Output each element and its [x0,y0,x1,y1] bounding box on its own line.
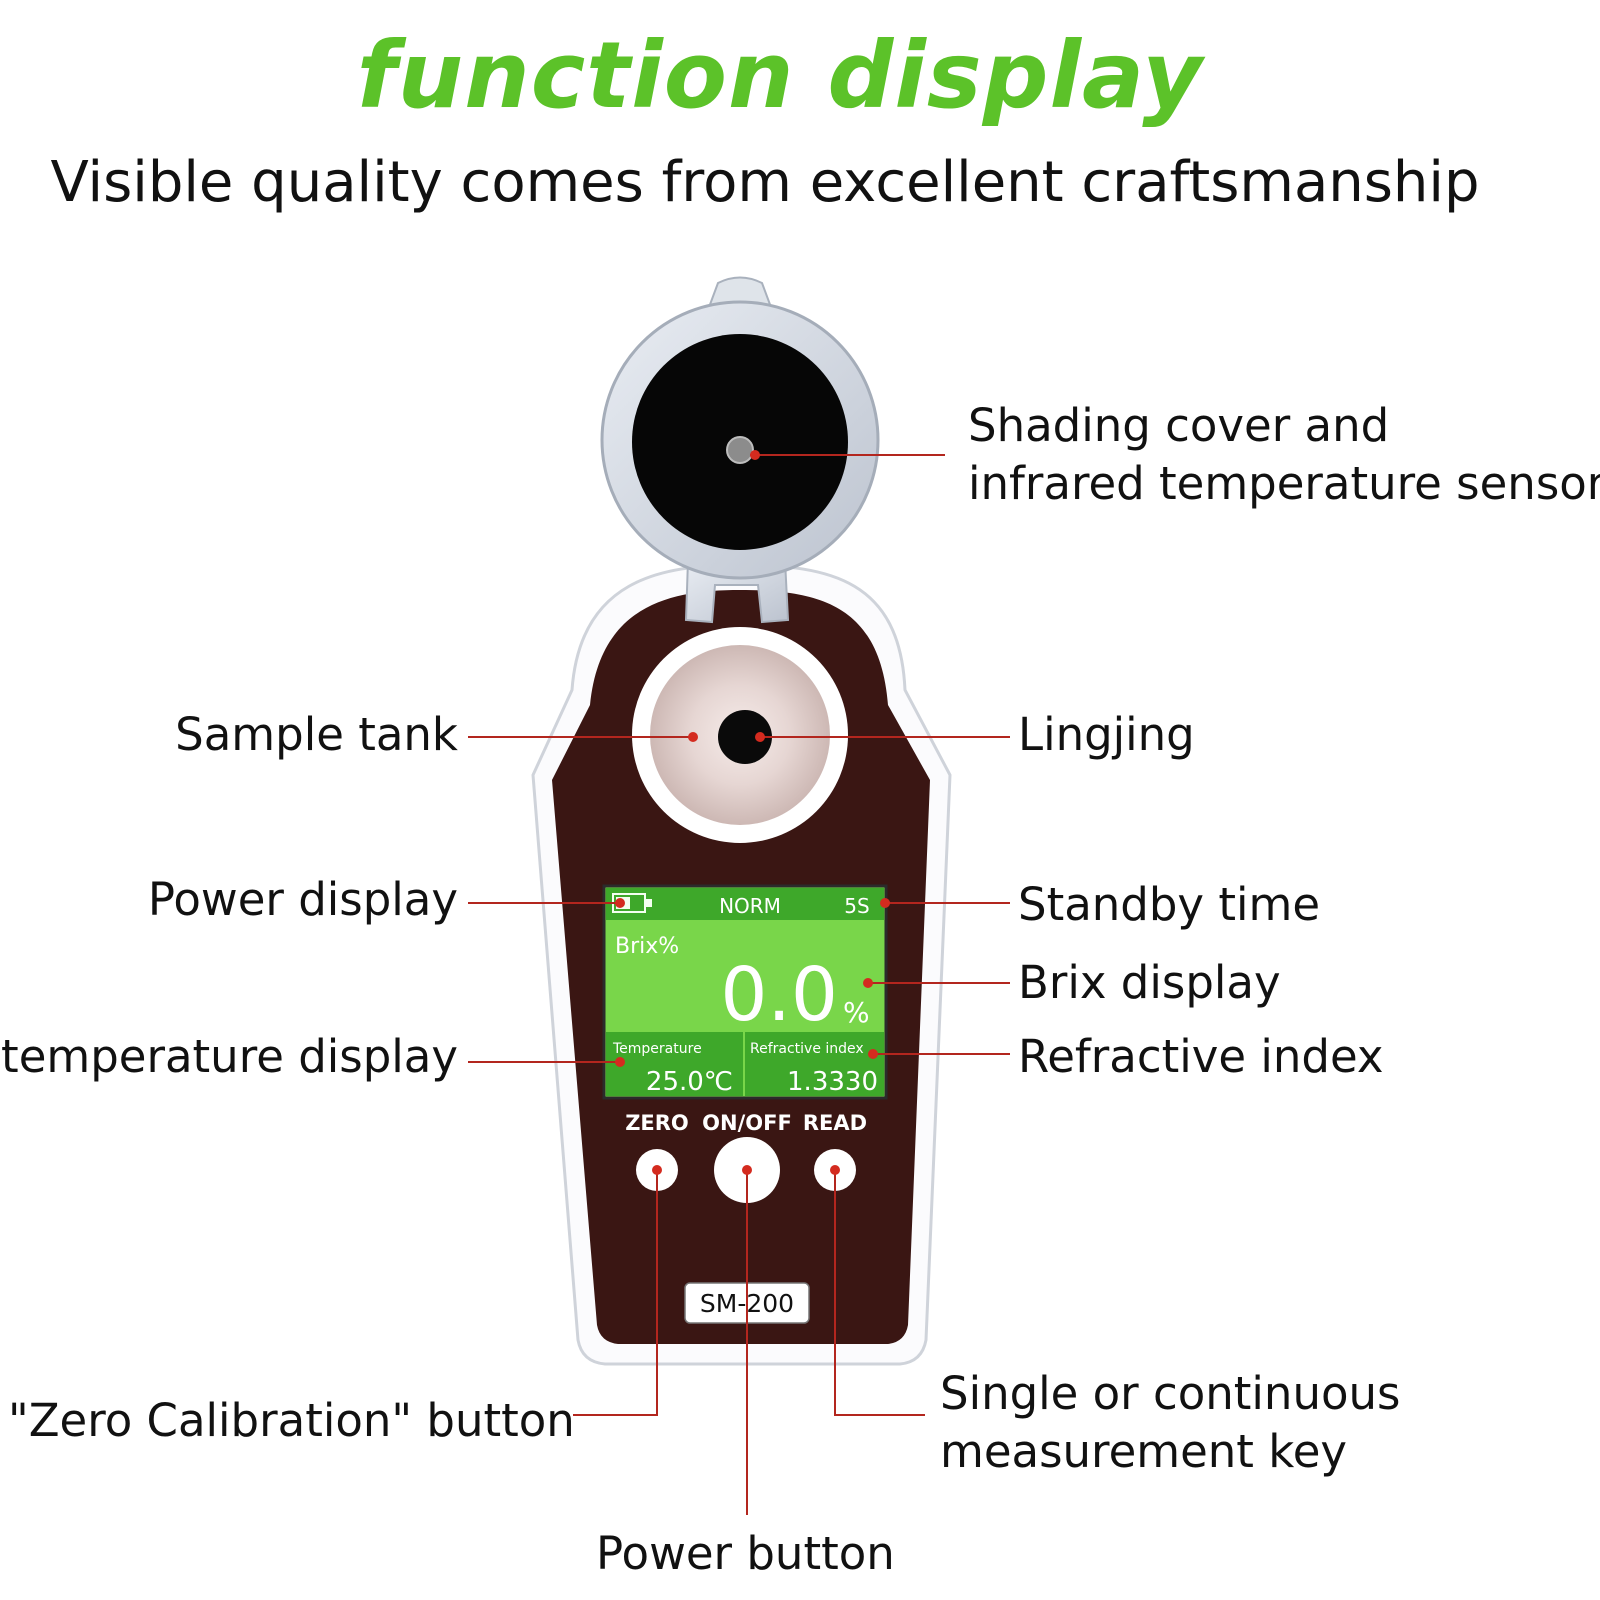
lcd-brix-unit: % [843,996,870,1029]
label-read-key: Single or continuous measurement key [940,1367,1401,1478]
label-sample-tank: Sample tank [175,708,458,761]
label-zero-button: "Zero Calibration" button [8,1394,575,1447]
lcd-ri-panel [745,1032,884,1096]
label-shading-cover: Shading cover and infrared temperature s… [968,399,1600,510]
onoff-label: ON/OFF [702,1111,792,1135]
page-subtitle: Visible quality comes from excellent cra… [50,150,1480,215]
lcd-standby: 5S [844,894,869,918]
lcd-temp-label: Temperature [612,1041,702,1057]
lens-icon [718,710,772,764]
page-title: function display [356,22,1204,129]
lcd-brix-value: 0.0 [720,952,838,1038]
lcd-temp-panel [606,1032,743,1096]
label-brix-display: Brix display [1018,956,1281,1009]
label-power-button: Power button [596,1527,895,1580]
label-standby-time: Standby time [1018,878,1321,931]
zero-label: ZERO [625,1111,689,1135]
infrared-sensor-icon [726,436,754,464]
leader-lines [468,454,1010,1515]
read-label: READ [803,1111,867,1135]
label-lingjing: Lingjing [1018,708,1195,761]
lcd-status-bar [606,888,884,920]
lcd-ri-value: 1.3330 [787,1067,878,1097]
lcd-mode: NORM [719,894,781,918]
label-refractive-index: Refractive index [1018,1030,1384,1083]
label-power-display: Power display [147,873,458,926]
leader-dots [615,450,890,1175]
lcd-temp-value: 25.0℃ [646,1067,733,1097]
lcd-unit-label: Brix% [615,934,679,959]
label-temperature-display: temperature display [1,1030,458,1083]
lcd-ri-label: Refractive index [750,1041,864,1057]
